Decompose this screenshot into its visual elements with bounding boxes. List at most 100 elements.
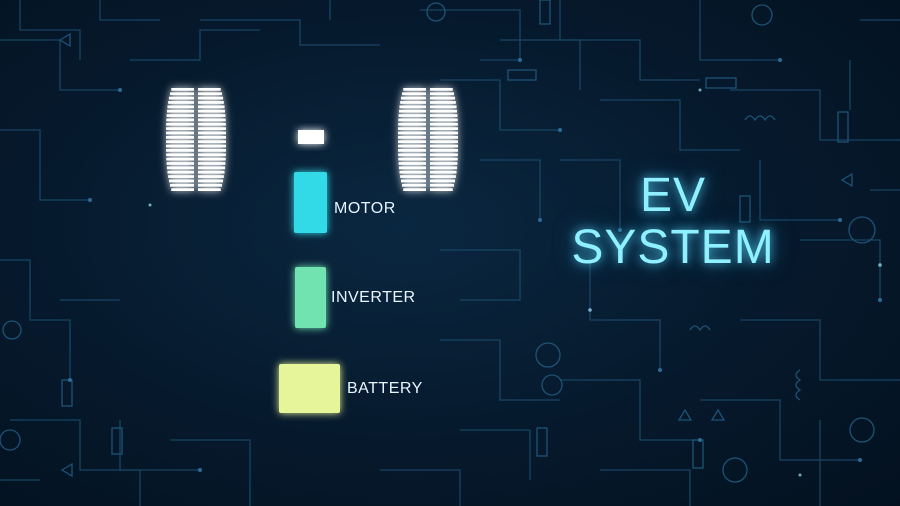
wheel-tread — [166, 127, 194, 130]
wheel-tread — [430, 162, 458, 165]
wheel-tread — [166, 122, 194, 126]
wheel-tread — [430, 170, 457, 174]
wheel-tread — [198, 105, 225, 109]
wheel-tread — [398, 122, 426, 126]
wheel-tread — [198, 101, 224, 104]
wheel-tread — [399, 105, 426, 109]
wheel-tread — [198, 92, 222, 96]
wheel-tread — [430, 122, 458, 126]
wheel-tread — [430, 166, 458, 170]
wheel-tread — [198, 96, 224, 100]
wheel-tread — [198, 157, 226, 161]
wheel-tread — [399, 170, 426, 174]
wheel-tread — [166, 118, 194, 122]
wheel-tread — [166, 166, 194, 170]
wheel-tread — [403, 188, 426, 191]
wheel-tread — [398, 109, 426, 113]
wheel-tread — [198, 149, 226, 152]
wheel-tread — [198, 114, 226, 117]
wheel-tread — [398, 118, 426, 122]
wheel-tread — [430, 114, 458, 117]
wheel-tread — [198, 175, 224, 178]
wheel-tread — [198, 118, 226, 122]
wheel-tread — [430, 96, 456, 100]
wheel-tread — [170, 183, 194, 187]
battery-block — [279, 364, 340, 413]
battery-label: BATTERY — [347, 380, 423, 397]
wheel-tread — [166, 144, 194, 148]
inverter-block — [295, 267, 326, 328]
wheel-tread — [198, 162, 226, 165]
wheel-tread — [430, 149, 458, 152]
page-title: EV SYSTEM — [548, 170, 798, 274]
wheel-tread — [430, 135, 458, 139]
wheel-tread — [166, 149, 194, 152]
wheel-tread — [430, 92, 454, 96]
wheel-tread — [430, 88, 453, 91]
wheel-tread — [166, 162, 194, 165]
wheel-tread — [198, 88, 221, 91]
wheel-tread — [398, 135, 426, 139]
wheel-tread — [430, 175, 456, 178]
wheel-tread — [198, 144, 226, 148]
wheel-tread — [398, 127, 426, 130]
wheel-tread — [166, 153, 194, 157]
inverter-label: INVERTER — [331, 289, 416, 306]
wheel-tread — [398, 166, 426, 170]
wheel-tread — [170, 92, 194, 96]
wheel-tread — [198, 166, 226, 170]
wheel-tread — [398, 140, 426, 144]
wheel-tread — [398, 157, 426, 161]
wheel-tread — [166, 131, 194, 135]
wheel-tread — [400, 96, 426, 100]
wheel-tread — [167, 105, 194, 109]
wheel-tread — [430, 118, 458, 122]
axle-connector-icon — [298, 130, 324, 144]
wheel-tread — [168, 175, 194, 178]
wheel-tread — [430, 105, 457, 109]
wheel-tread — [430, 101, 456, 104]
wheel-tread — [166, 157, 194, 161]
wheel-tread — [171, 88, 194, 91]
wheel-tread — [400, 175, 426, 178]
title-line-2: SYSTEM — [571, 221, 775, 274]
wheel-tread — [430, 157, 458, 161]
wheel-tread — [398, 131, 426, 135]
wheel-tread — [167, 170, 194, 174]
wheel-tread — [402, 183, 426, 187]
wheel-tread — [400, 101, 426, 104]
wheel-tread — [171, 188, 194, 191]
motor-block — [294, 172, 327, 233]
wheel-tread — [168, 101, 194, 104]
wheel-tread — [198, 109, 226, 113]
wheel-tread — [430, 109, 458, 113]
wheel-tread — [166, 135, 194, 139]
wheel-tread — [430, 140, 458, 144]
wheel-tread — [168, 179, 194, 183]
wheel-icon — [166, 88, 226, 191]
wheel-tread — [398, 144, 426, 148]
wheel-tread — [166, 140, 194, 144]
wheel-tread — [430, 127, 458, 130]
wheel-tread — [198, 188, 221, 191]
wheel-tread — [198, 140, 226, 144]
wheel-tread — [198, 170, 225, 174]
wheel-tread — [430, 153, 458, 157]
wheel-tread — [398, 153, 426, 157]
motor-label: MOTOR — [334, 200, 396, 217]
wheel-tread — [198, 183, 222, 187]
wheel-tread — [430, 188, 453, 191]
wheel-tread — [198, 131, 226, 135]
wheel-tread — [168, 96, 194, 100]
wheel-tread — [198, 135, 226, 139]
wheel-icon — [398, 88, 458, 191]
title-line-1: EV — [639, 169, 707, 222]
wheel-tread — [198, 153, 226, 157]
wheel-tread — [398, 149, 426, 152]
wheel-tread — [430, 183, 454, 187]
wheel-tread — [403, 88, 426, 91]
wheel-tread — [166, 114, 194, 117]
